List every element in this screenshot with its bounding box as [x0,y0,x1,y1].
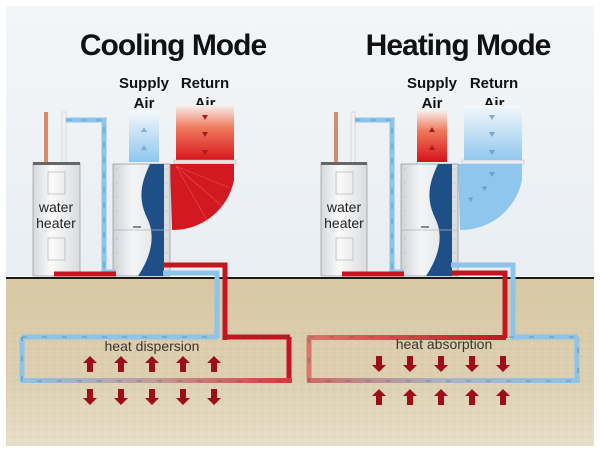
cooling-water-heater-label-1: water [38,199,74,215]
cooling-heat-arrows [83,356,221,405]
cooling-loop-hot-riser [163,262,228,340]
cooling-unit-wave [138,164,164,276]
heating-return-duct-elbow [458,164,522,231]
heating-elbow-arrow-3 [468,197,473,202]
heat-arrow-up-icon [83,356,97,372]
heat-arrow-down-icon [372,356,386,372]
heating-loop-cold-riser [451,262,516,340]
heating-heat-pump-unit [400,163,459,277]
heat-arrow-up-icon [145,356,159,372]
cooling-supply-label-2: Air [134,95,155,112]
heat-arrow-down-icon [434,356,448,372]
cooling-loop-bottom [20,378,292,383]
heat-arrow-up-icon [465,389,479,405]
heat-arrow-down-icon [176,389,190,405]
heat-arrow-up-icon [496,389,510,405]
cooling-panel: Cooling Mode Supply Air Return Air [19,29,292,405]
cooling-return-arrow-2 [202,132,208,137]
cooling-water-heater: water heater [32,111,81,277]
heating-return-arrow-2 [489,132,495,137]
cooling-title: Cooling Mode [80,29,267,62]
heat-arrow-up-icon [403,389,417,405]
heat-arrow-down-icon [465,356,479,372]
cooling-return-arrow-3 [202,150,208,155]
heating-supply-air-duct [417,110,447,162]
heating-return-arrow-3 [489,150,495,155]
cooling-return-arrow-1 [202,115,208,120]
heating-loop-top-hot [307,335,506,340]
heating-elbow-arrow-2 [482,186,487,191]
heat-arrow-up-icon [434,389,448,405]
heating-return-arrow-1 [489,115,495,120]
heat-arrow-up-icon [207,356,221,372]
heating-loop-hot-riser [451,270,508,338]
heat-arrow-down-icon [145,389,159,405]
heating-loop-label: heat absorption [396,336,493,352]
cooling-return-duct-elbow [170,164,234,231]
cooling-loop-label: heat dispersion [105,338,200,354]
heating-heat-arrows [372,356,510,405]
heating-supply-arrow-2 [429,145,435,150]
heating-supply-arrow-1 [429,127,435,132]
cooling-elbow-shading [175,165,231,223]
cooling-heat-pump-unit [112,163,171,277]
heat-arrow-up-icon [372,389,386,405]
ground-texture [6,330,594,446]
heating-loop-bottom [307,378,580,383]
cooling-loop-cold-riser [163,270,220,338]
cooling-supply-label-1: Supply [119,75,170,92]
cooling-duct-collar [173,159,237,165]
cooling-water-heater-label-2: heater [36,215,76,231]
cooling-supply-air-duct [129,110,159,162]
heating-supply-label-2: Air [422,95,443,112]
heat-arrow-down-icon [207,389,221,405]
heat-arrow-down-icon [403,356,417,372]
heat-arrow-down-icon [83,389,97,405]
cooling-return-label-1: Return [181,75,229,92]
heating-unit-wave [426,164,452,276]
cooling-supply-arrow-1 [141,127,147,132]
heating-return-label-1: Return [470,75,518,92]
heat-arrow-up-icon [114,356,128,372]
heating-title: Heating Mode [366,29,551,62]
heating-duct-collar [461,159,525,165]
heating-water-heater-label-1: water [326,199,362,215]
heating-panel: Heating Mode Supply Air Return Air [306,29,580,405]
heating-water-heater-label-2: heater [324,215,364,231]
heating-water-heater: water heater [320,111,368,277]
heat-arrow-down-icon [496,356,510,372]
cooling-supply-arrow-2 [141,145,147,150]
heat-arrow-down-icon [114,389,128,405]
heating-supply-label-1: Supply [407,75,458,92]
heating-elbow-arrow-1 [489,172,495,177]
heat-arrow-up-icon [176,356,190,372]
